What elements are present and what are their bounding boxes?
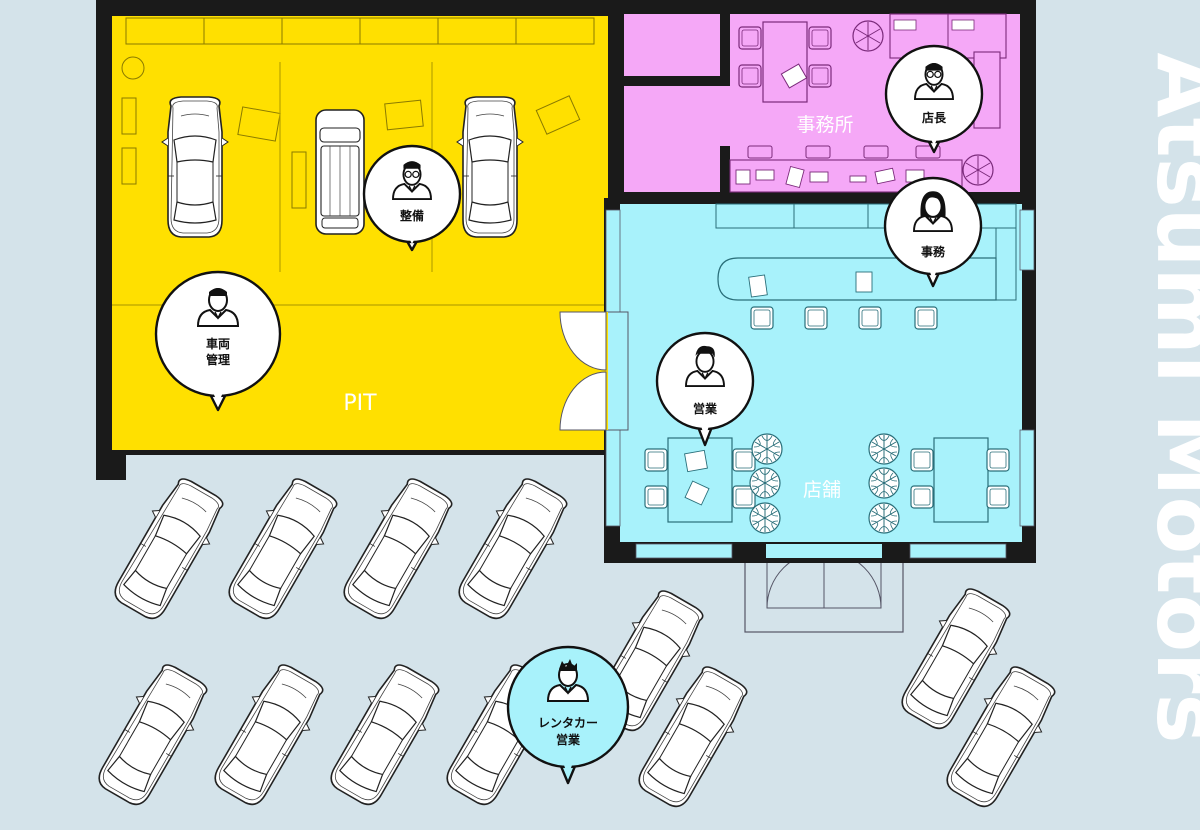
marker-eigyo[interactable]: 営業 [655, 331, 755, 447]
marker-seibi[interactable]: 整備 [362, 144, 462, 252]
marker-label-eigyo: 営業 [693, 401, 718, 416]
staff-in-uniform-icon [197, 288, 239, 327]
marker-label-tencho: 店長 [922, 110, 947, 125]
pit-room: PIT [96, 0, 612, 480]
salesman-icon [685, 345, 725, 388]
marker-tencho[interactable]: 店長 [884, 44, 984, 154]
pit-label: PIT [343, 391, 377, 416]
marker-label-sharyo-1: 車両 [206, 336, 230, 351]
pit-car [315, 109, 365, 235]
rental-staff-icon [547, 659, 589, 702]
brand-title: Atsumi Motors [1138, 52, 1200, 743]
marker-label-rental-2: 営業 [556, 732, 581, 747]
entrance [744, 550, 904, 633]
pit-car [456, 96, 524, 238]
manager-with-glasses-icon [914, 62, 954, 101]
marker-label-seibi: 整備 [399, 208, 424, 223]
marker-jimu[interactable]: 事務 [883, 176, 983, 288]
marker-rental[interactable]: レンタカー 営業 [506, 645, 630, 785]
connecting-door [559, 311, 629, 431]
female-clerk-icon [913, 191, 953, 233]
marker-label-jimu: 事務 [921, 244, 946, 259]
pit-car [161, 96, 229, 238]
office-label: 事務所 [796, 114, 853, 136]
store-label: 店舗 [803, 479, 841, 501]
marker-sharyo[interactable]: 車両 管理 [154, 270, 282, 412]
mechanic-with-glasses-icon [392, 161, 432, 201]
marker-label-rental-1: レンタカー [538, 716, 598, 730]
marker-label-sharyo-2: 管理 [206, 352, 230, 367]
